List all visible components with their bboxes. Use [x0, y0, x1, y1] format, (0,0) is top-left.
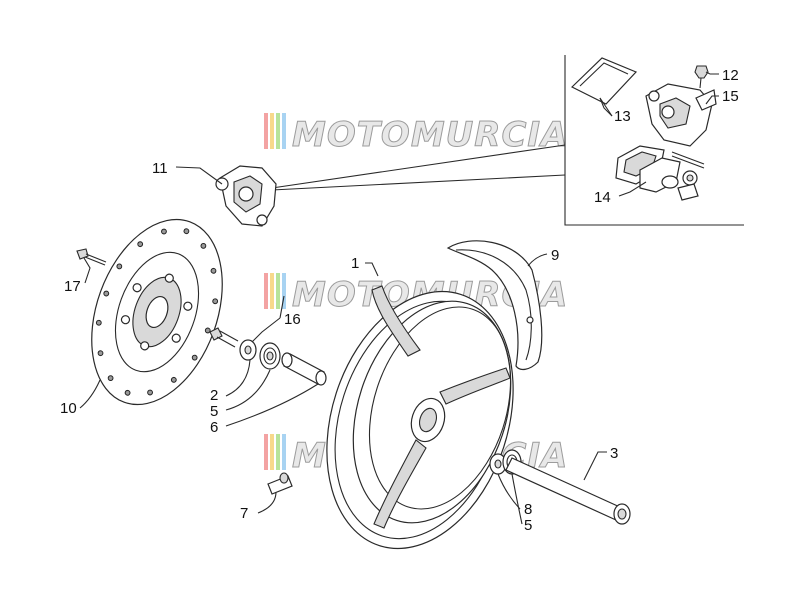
part-7-valve: [267, 472, 293, 495]
callout-7: 7: [240, 505, 248, 522]
part-13-pad-spring: [570, 57, 638, 117]
callout-13: 13: [614, 108, 631, 125]
callout-5-right: 5: [524, 517, 532, 534]
callout-12: 12: [722, 67, 739, 84]
callout-17: 17: [64, 278, 81, 295]
part-16-bolt: [209, 327, 239, 348]
watermark-top: MOTOMURCIA: [264, 113, 568, 156]
callout-14: 14: [594, 189, 611, 206]
callout-labels: 11 17 10 1 9 16 2 5 6 7 3 8 5 13 12 15 1…: [60, 67, 739, 534]
part-14-brake-pads: [615, 145, 705, 201]
part-17-disc-bolt: [76, 248, 107, 266]
part-9-mudguard: [446, 240, 543, 371]
callout-10: 10: [60, 400, 77, 417]
callout-16: 16: [284, 311, 301, 328]
part-6-sleeve: [281, 352, 327, 386]
watermark-top-text: MOTOMURCIA: [292, 115, 568, 155]
part-11-brake-caliper: [215, 165, 277, 227]
part-1-wheel: [326, 285, 514, 550]
callout-2: 2: [210, 387, 218, 404]
part-12-bleed-screw: [694, 65, 709, 89]
part-5-bearing-left: [259, 342, 281, 370]
callout-1: 1: [351, 255, 359, 272]
callout-3: 3: [610, 445, 618, 462]
callout-8: 8: [524, 501, 532, 518]
callout-15: 15: [722, 88, 739, 105]
part-3-axle: [505, 457, 631, 525]
leader-lines: [79, 71, 719, 525]
part-15-caliper-body: [645, 83, 717, 147]
part-10-brake-disc: [91, 218, 223, 406]
caliper-detail-box: [271, 55, 744, 226]
callout-5-left: 5: [210, 403, 218, 420]
callout-9: 9: [551, 247, 559, 264]
callout-11: 11: [152, 160, 168, 177]
callout-6: 6: [210, 419, 218, 436]
part-2-spacer: [239, 339, 257, 361]
